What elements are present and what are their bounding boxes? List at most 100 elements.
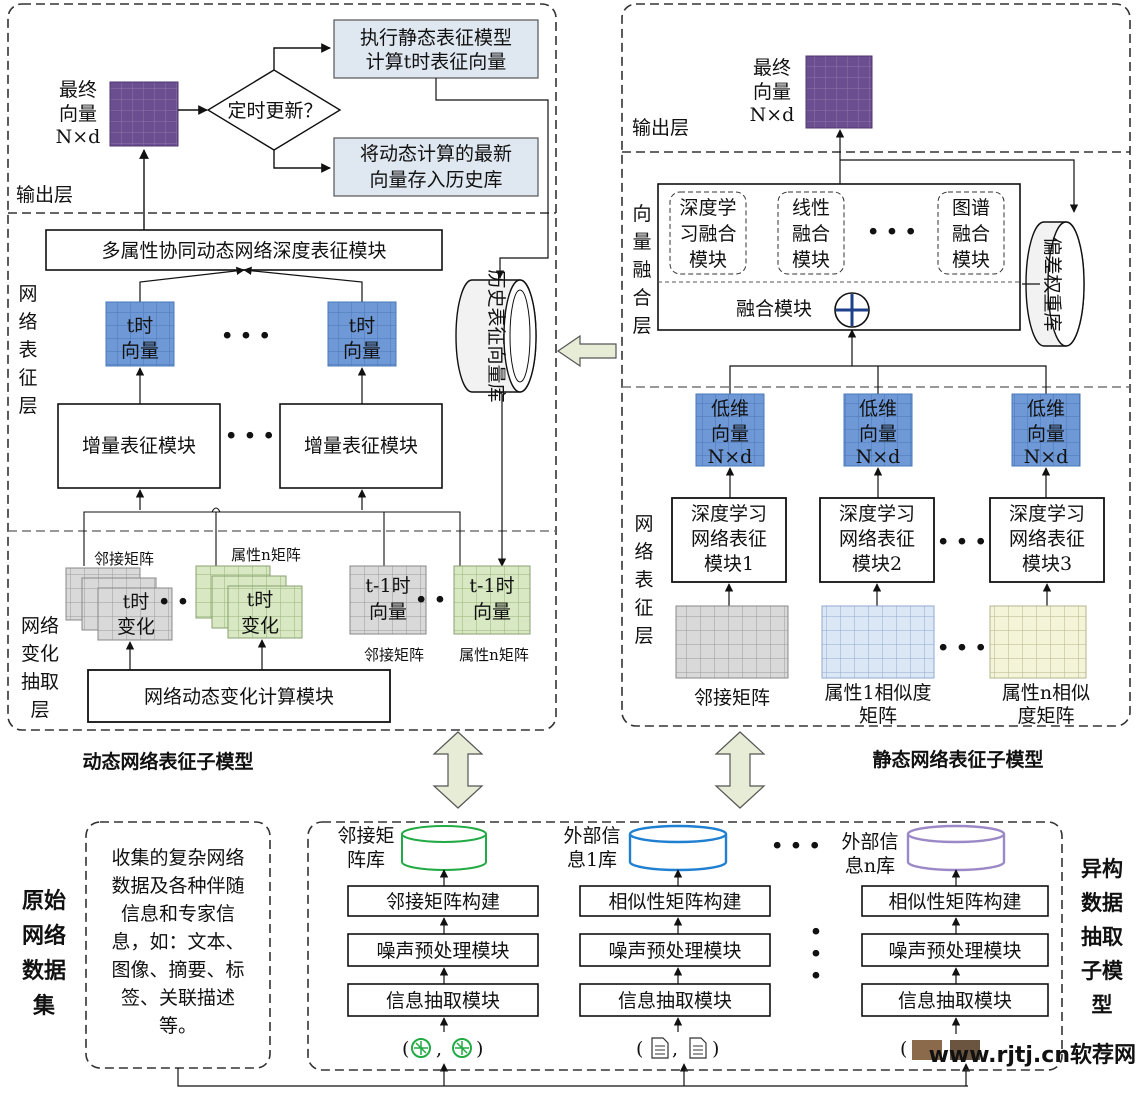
low-dim-vector-1: 低维 向量 N×d <box>695 393 765 468</box>
static-caption: 静态网络表征子模型 <box>872 748 1043 771</box>
svg-text:数据: 数据 <box>22 958 66 984</box>
svg-text:信息和专家信: 信息和专家信 <box>121 903 235 925</box>
low-dim-vector-2: 低维 向量 N×d <box>843 393 913 468</box>
svg-text:(: ( <box>900 1038 907 1060</box>
svg-text:向量: 向量 <box>753 81 791 103</box>
final-vector-matrix <box>109 81 179 147</box>
deep-module-1: 深度学习 网络表征 模块1 <box>671 497 787 583</box>
svg-text:N×d: N×d <box>1024 446 1069 468</box>
svg-text:息n库: 息n库 <box>845 855 895 877</box>
svg-text:属性n矩阵: 属性n矩阵 <box>459 646 529 664</box>
svg-text:相似性矩阵构建: 相似性矩阵构建 <box>608 891 741 913</box>
ellipsis: • • • <box>415 589 465 611</box>
t-vector-2: t时 向量 <box>327 301 397 367</box>
svg-text:网: 网 <box>634 513 653 535</box>
svg-text:收集的复杂网络: 收集的复杂网络 <box>111 847 244 869</box>
svg-text:络: 络 <box>634 541 653 563</box>
svg-text:表: 表 <box>634 569 653 591</box>
svg-text:向量: 向量 <box>473 601 511 623</box>
svg-text:t时: t时 <box>349 315 376 337</box>
svg-text:,: , <box>436 1038 442 1060</box>
svg-text:等。: 等。 <box>159 1015 197 1037</box>
svg-text:型: 型 <box>1092 992 1113 1017</box>
svg-text:层: 层 <box>18 395 37 417</box>
dynamic-net-repr-layer-label: 网 络 表 征 层 <box>18 283 37 417</box>
static-adj-matrix <box>675 605 789 679</box>
svg-text:N×d: N×d <box>856 446 901 468</box>
dynamic-final-vector: 最终 向量 N×d <box>56 79 179 148</box>
svg-text:抽取: 抽取 <box>1081 924 1123 949</box>
hetero-title: 异构 数据 抽取 子模 型 <box>1081 856 1124 1017</box>
svg-text:向量: 向量 <box>859 423 897 445</box>
svg-text:矩阵: 矩阵 <box>859 705 897 727</box>
svg-text:息1库: 息1库 <box>567 849 617 871</box>
fusion-module-label: 融合模块 <box>736 298 812 320</box>
svg-text:模块3: 模块3 <box>1022 553 1072 575</box>
svg-text:信息抽取模块: 信息抽取模块 <box>898 990 1012 1012</box>
svg-text:征: 征 <box>18 367 37 389</box>
svg-text:,: , <box>672 1038 678 1060</box>
deep-representation-module: 多属性协同动态网络深度表征模块 <box>45 229 443 271</box>
svg-text:层: 层 <box>634 625 653 647</box>
svg-text:): ) <box>712 1038 719 1060</box>
svg-text:深度学习: 深度学习 <box>1009 503 1085 525</box>
svg-text:向量: 向量 <box>1027 423 1065 445</box>
svg-text:子模: 子模 <box>1081 958 1124 983</box>
svg-text:邻接矩: 邻接矩 <box>337 825 394 847</box>
svg-text:征: 征 <box>634 597 653 619</box>
svg-text:合: 合 <box>632 287 651 309</box>
static-output-layer-label: 输出层 <box>632 117 689 139</box>
svg-text:低维: 低维 <box>1027 398 1065 420</box>
svg-text:最终: 最终 <box>753 57 791 79</box>
svg-text:执行静态表征模型: 执行静态表征模型 <box>360 27 512 49</box>
vertical-ellipsis: • • • <box>810 921 822 987</box>
external-info-db-icon <box>628 824 728 872</box>
svg-text:•: • <box>810 965 822 987</box>
svg-text:N×d: N×d <box>750 104 795 126</box>
svg-text:•: • <box>810 921 822 943</box>
svg-text:网络表征: 网络表征 <box>839 528 915 550</box>
fusion-block-linear: 线性 融合 模块 <box>777 191 845 275</box>
svg-text:签、关联描述: 签、关联描述 <box>121 987 235 1009</box>
svg-text:属性n相似: 属性n相似 <box>1002 682 1090 704</box>
svg-text:N×d: N×d <box>708 446 753 468</box>
dynamic-submodel: 输出层 最终 向量 N×d 定时更新？ 执行静态表征模型 计算t时表征向量 将动… <box>7 3 557 773</box>
svg-text:数据: 数据 <box>1081 890 1123 915</box>
attr-n-matrix-label: 属性n矩阵 <box>231 546 301 564</box>
svg-text:网络: 网络 <box>21 615 59 637</box>
bias-weight-db: 偏差权重库 <box>1025 221 1085 347</box>
svg-text:层: 层 <box>632 315 651 337</box>
incremental-module-1: 增量表征模块 <box>57 403 221 489</box>
adj-change-stack: t时 变化 <box>65 567 173 641</box>
static-submodel: 最终 向量 N×d 输出层 向 量 融 合 层 深度学 习融合 模块 <box>621 3 1131 771</box>
document-icons: ( , ) <box>636 1037 719 1060</box>
ellipsis: • • • <box>867 221 917 243</box>
svg-text:量: 量 <box>632 231 651 253</box>
image-icons: ( <box>900 1038 980 1060</box>
exec-static-box: 执行静态表征模型 计算t时表征向量 <box>333 19 539 79</box>
svg-text:络: 络 <box>18 311 37 333</box>
svg-text:向量存入历史库: 向量存入历史库 <box>369 169 502 191</box>
ellipsis: • • • <box>771 835 821 857</box>
deep-module-3: 深度学习 网络表征 模块3 <box>989 497 1105 583</box>
low-dim-vector-3: 低维 向量 N×d <box>1011 393 1081 468</box>
svg-text:深度学习: 深度学习 <box>839 503 915 525</box>
svg-text:向: 向 <box>632 203 651 225</box>
hetero-submodel: 异构 数据 抽取 子模 型 邻接矩 阵库 邻接矩阵构建 噪声预处理模块 信息抽取… <box>307 821 1136 1071</box>
raw-title: 原始 网络 数据 集 <box>22 888 66 1019</box>
svg-text:向量: 向量 <box>59 103 97 125</box>
svg-text:向量: 向量 <box>711 423 749 445</box>
svg-text:模块: 模块 <box>792 249 830 271</box>
svg-text:网络: 网络 <box>22 923 66 949</box>
adj-matrix-label: 邻接矩阵 <box>94 550 154 568</box>
ellipsis: • • • <box>158 591 208 613</box>
static-outer-frame <box>621 3 1131 727</box>
change-calc-module: 网络动态变化计算模块 <box>87 669 391 723</box>
network-graph-icons: ( , ) <box>402 1038 483 1060</box>
svg-text:t时: t时 <box>123 591 150 613</box>
svg-text:向量: 向量 <box>369 601 407 623</box>
svg-text:模块: 模块 <box>689 249 727 271</box>
svg-text:模块1: 模块1 <box>704 553 754 575</box>
svg-text:t时: t时 <box>247 589 274 611</box>
